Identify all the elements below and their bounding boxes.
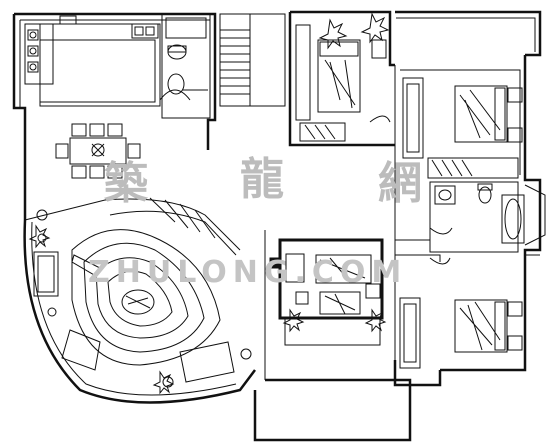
plant-symbols	[28, 12, 390, 395]
watermark-sub-text: ZHULONG.COM	[88, 255, 407, 290]
study-room	[269, 238, 384, 346]
bathroom-right	[429, 181, 546, 253]
stairs	[219, 13, 286, 107]
watermark-char-1: 築	[104, 158, 149, 209]
kitchen	[24, 15, 161, 107]
watermark-char-3: 網	[378, 158, 422, 209]
watermark-char-2: 龍	[240, 154, 284, 205]
bedroom-1	[295, 24, 391, 142]
watermark: 築 龍 網 ZHULONG.COM	[88, 154, 422, 290]
living-room	[23, 197, 256, 404]
outer-walls	[12, 10, 542, 442]
bathroom-left	[159, 13, 211, 119]
bedroom-2	[402, 77, 523, 179]
bedroom-3	[399, 257, 523, 369]
dining-area	[55, 123, 141, 179]
interior-doors	[264, 150, 540, 380]
